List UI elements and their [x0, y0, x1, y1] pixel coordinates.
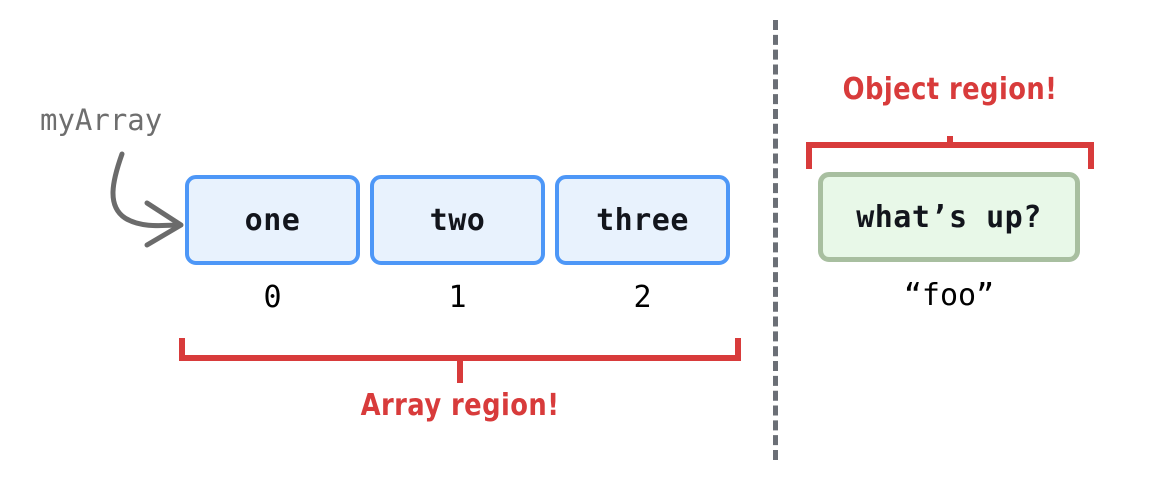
array-cell-1[interactable]: two	[370, 175, 545, 265]
dashed-vertical-divider	[773, 20, 778, 460]
array-cell-0[interactable]: one	[185, 175, 360, 265]
object-key-label: “foo”	[903, 278, 995, 313]
array-cell-value: two	[429, 202, 486, 238]
object-region-label: Object region!	[842, 72, 1058, 107]
object-cell-foo[interactable]: what’s up?	[818, 172, 1080, 262]
object-region-bracket	[806, 136, 1094, 169]
array-index-1: 1	[448, 280, 467, 315]
array-cells: one two three	[185, 175, 730, 265]
curved-arrow-icon	[110, 151, 184, 248]
array-index-0: 0	[263, 280, 282, 315]
array-cell-value: three	[596, 202, 689, 238]
array-region-bracket	[179, 338, 741, 383]
array-index-labels: 0 1 2	[185, 280, 730, 315]
variable-label-myarray: myArray	[40, 103, 163, 137]
array-region-label: Array region!	[360, 388, 560, 423]
array-cell-2[interactable]: three	[555, 175, 730, 265]
object-cell-value: what’s up?	[856, 199, 1042, 235]
array-cell-value: one	[244, 202, 301, 238]
array-index-2: 2	[633, 280, 652, 315]
